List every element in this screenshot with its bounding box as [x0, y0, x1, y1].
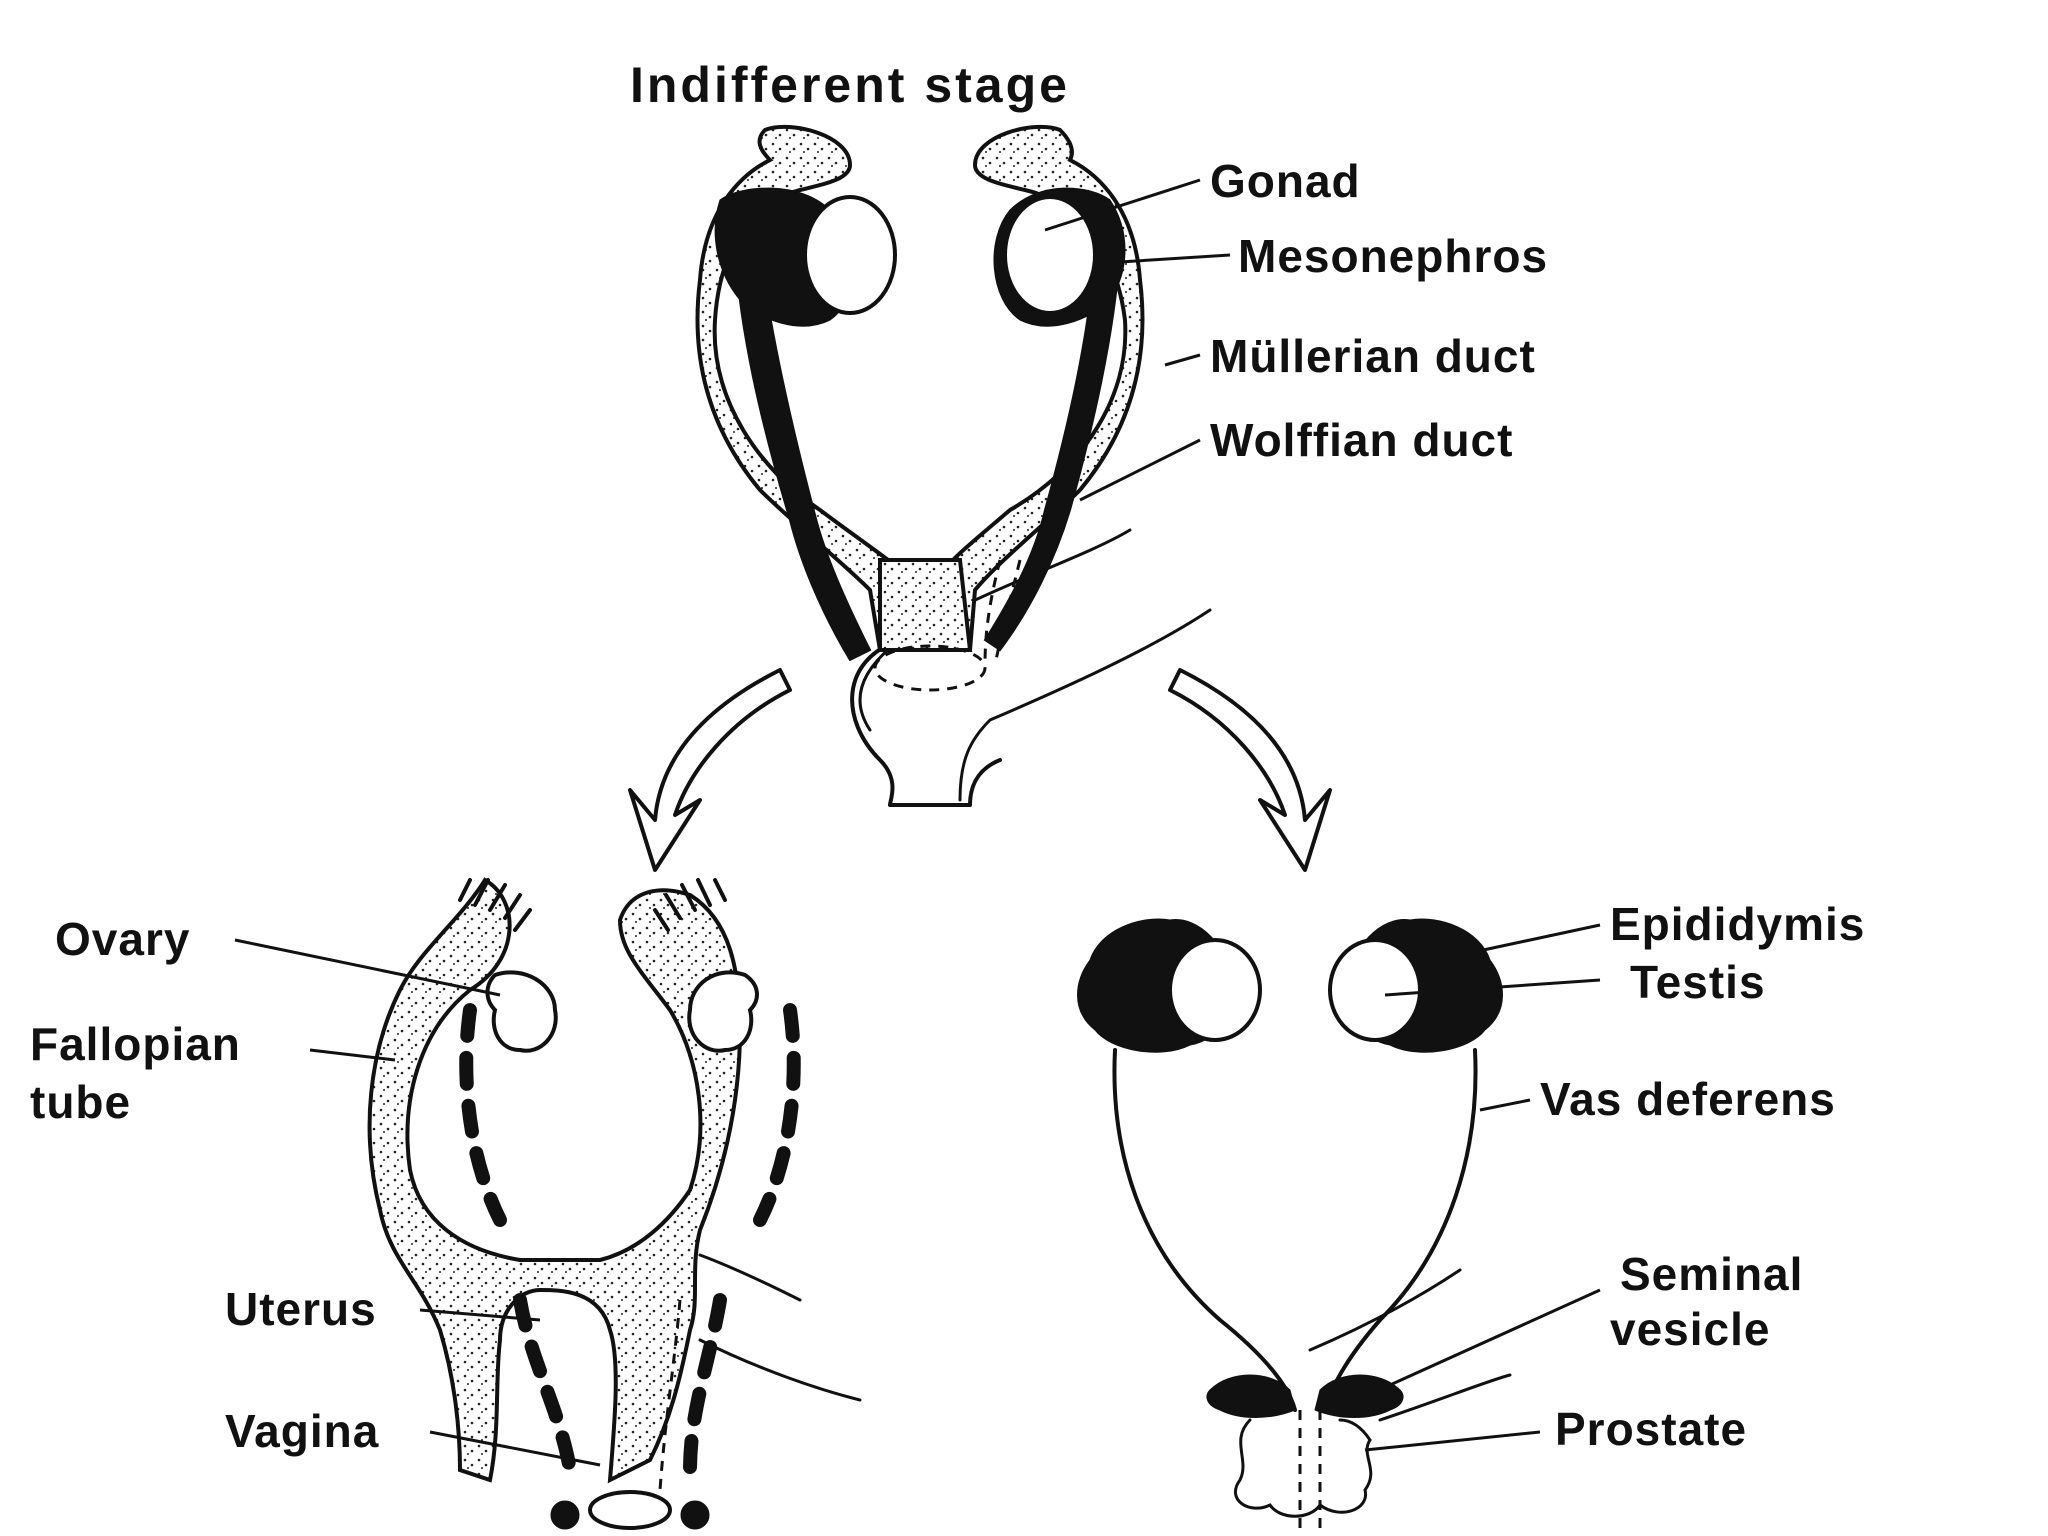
seminal-vesicle-leader	[1389, 1288, 1601, 1387]
indifferent-stage-figure	[695, 124, 1231, 807]
dashed-duct-2	[993, 559, 1022, 666]
indifferent-stage-title: Indifferent stage	[630, 57, 1070, 113]
prostate-label: Prostate	[1555, 1403, 1747, 1455]
seminal-vesicle-right	[1314, 1374, 1404, 1418]
urogenital-sinus-outline	[850, 638, 1002, 807]
epididymis-label: Epididymis	[1610, 898, 1865, 950]
male-outline-2	[1378, 1373, 1512, 1422]
ovary-leader	[234, 938, 501, 997]
mullerian-fusion	[878, 558, 973, 652]
arrow-to-female	[628, 668, 792, 872]
fallopian-label-line2: tube	[30, 1076, 131, 1128]
seminal-vesicle-label-line2: vesicle	[1610, 1303, 1770, 1355]
wolffian-remnant-lower-right	[683, 1293, 727, 1477]
vaginal-opening	[588, 1490, 672, 1530]
remnant-dot-left	[550, 1500, 580, 1530]
mesonephros-label: Mesonephros	[1238, 230, 1548, 282]
female-dashed-duct	[658, 1299, 682, 1491]
uterus-fallopian-body	[367, 877, 743, 1484]
sinus-tubercle	[873, 644, 987, 692]
mesonephros-leader	[1119, 253, 1231, 264]
gonad-label: Gonad	[1210, 155, 1361, 207]
female-development-figure	[234, 877, 862, 1530]
prostate-leader	[1364, 1430, 1541, 1452]
mullerian-leader	[1164, 353, 1201, 367]
prostate-gland	[1233, 1418, 1373, 1518]
wolffian-remnant-lower-left	[513, 1293, 577, 1477]
female-outline-1	[698, 1253, 802, 1302]
vagina-label: Vagina	[225, 1405, 379, 1457]
gonad-right	[1003, 195, 1097, 315]
vas-deferens-label: Vas deferens	[1540, 1073, 1836, 1125]
ovary-right	[687, 970, 759, 1053]
body-outline-lower	[958, 608, 1212, 802]
mullerian-duct-label: Müllerian duct	[1210, 330, 1536, 382]
fimbriae-left	[458, 878, 532, 932]
testis-leader	[1384, 978, 1601, 997]
uterus-leader	[419, 1308, 541, 1322]
gonad-leader	[1044, 178, 1201, 232]
male-development-figure	[1077, 918, 1601, 1536]
uterus-label: Uterus	[225, 1283, 377, 1335]
fimbriae-right	[653, 878, 727, 932]
vas-deferens-left	[1112, 1048, 1297, 1412]
dashed-duct-1	[983, 559, 1002, 666]
vagina-leader	[429, 1430, 601, 1467]
seminal-vesicle-left	[1206, 1374, 1296, 1418]
wolffian-leader	[1079, 438, 1201, 502]
wolffian-remnant-right	[753, 1003, 801, 1227]
remnant-dot-right	[680, 1500, 710, 1530]
fallopian-label-line1: Fallopian	[30, 1018, 241, 1070]
wolffian-duct-label: Wolffian duct	[1210, 414, 1513, 466]
testis-label: Testis	[1630, 956, 1766, 1008]
testis-right	[1328, 938, 1422, 1042]
vas-deferens-leader	[1479, 1098, 1531, 1112]
fallopian-leader	[309, 1048, 396, 1062]
testis-left	[1168, 938, 1262, 1042]
female-outline-2	[698, 1338, 862, 1402]
arrow-to-male	[1168, 668, 1332, 872]
epididymis-leader	[1459, 923, 1601, 957]
wolffian-duct-left	[733, 249, 872, 662]
male-outline-1	[1308, 1268, 1462, 1352]
ovary-left	[485, 970, 558, 1053]
wolffian-remnant-left	[459, 1003, 507, 1227]
ovary-label: Ovary	[55, 913, 190, 965]
seminal-vesicle-label-line1: Seminal	[1620, 1248, 1803, 1300]
gonad-left	[803, 195, 897, 315]
